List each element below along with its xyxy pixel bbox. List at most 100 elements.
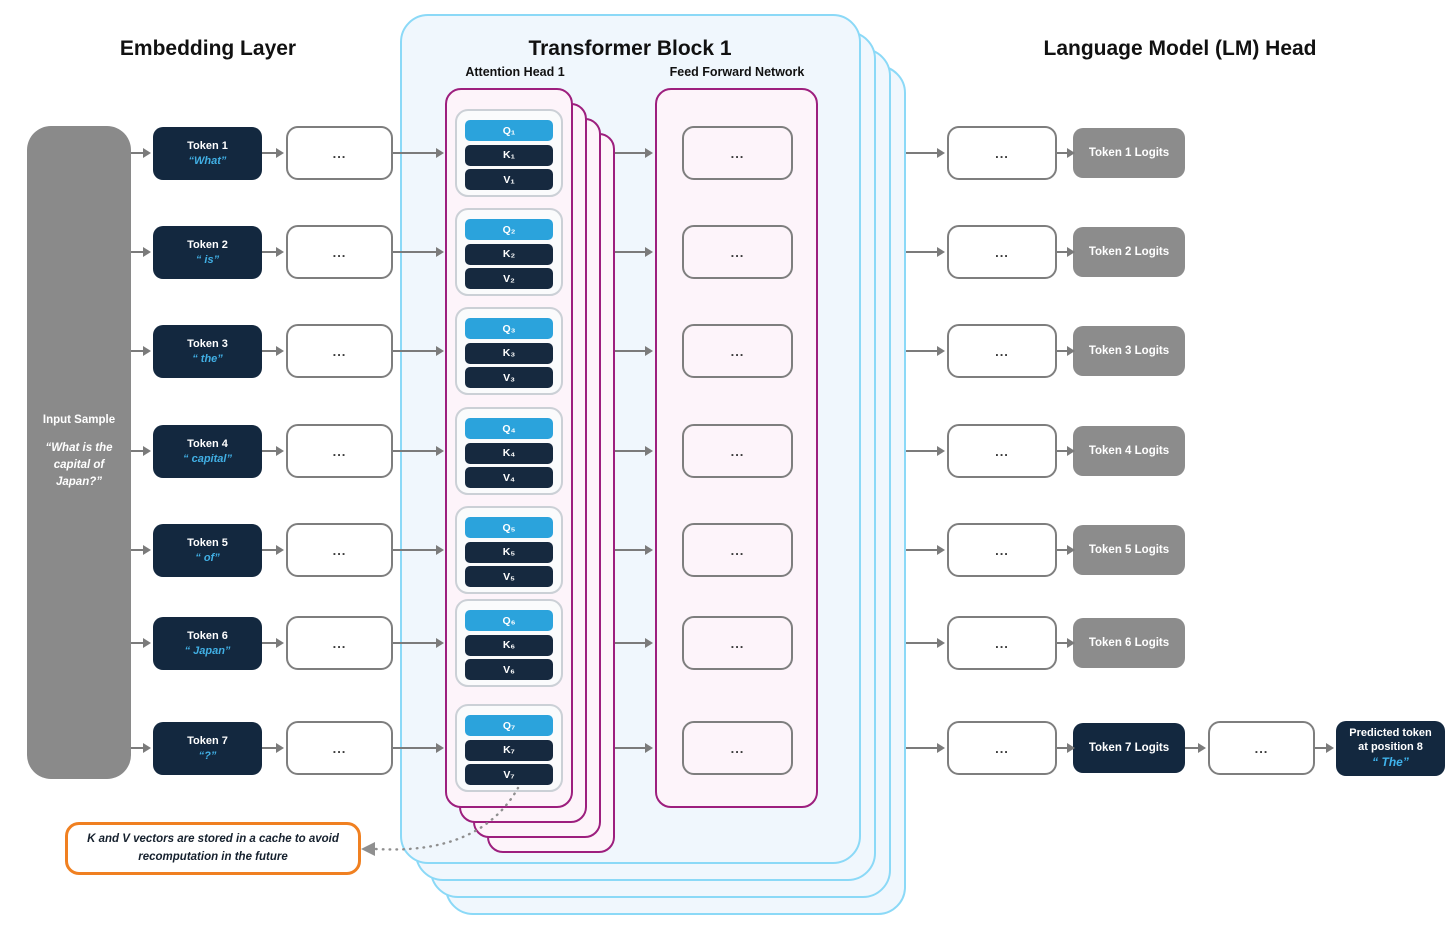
ffn-vector-box: ... <box>682 324 793 378</box>
qkv-group-1: Q₁ K₁ V₁ <box>455 109 563 197</box>
lm-head-vector-box: ... <box>947 616 1057 670</box>
query-vector: Q₁ <box>465 120 553 141</box>
value-vector: V₄ <box>465 467 553 488</box>
embedding-layer-title: Embedding Layer <box>119 37 297 60</box>
lm-head-vector-box: ... <box>947 424 1057 478</box>
flow-arrow <box>615 545 653 555</box>
ffn-vector-box: ... <box>682 721 793 775</box>
token-box-7: Token 7 “?” <box>153 722 262 775</box>
flow-arrow <box>1057 446 1075 456</box>
flow-arrow <box>615 247 653 257</box>
flow-arrow <box>262 148 284 158</box>
flow-arrow <box>393 247 444 257</box>
qkv-group-7: Q₇ K₇ V₇ <box>455 704 563 792</box>
ffn-vector-box: ... <box>682 225 793 279</box>
flow-arrow <box>262 638 284 648</box>
query-vector: Q₇ <box>465 715 553 736</box>
embedding-vector-box: ... <box>286 523 393 577</box>
flow-arrow <box>262 743 284 753</box>
flow-arrow <box>131 545 151 555</box>
token-box-5: Token 5 “ of” <box>153 524 262 577</box>
ffn-vector-box: ... <box>682 523 793 577</box>
flow-arrow <box>262 446 284 456</box>
token-logits-box-2: Token 2 Logits <box>1073 227 1185 277</box>
token-label: Token 7 <box>187 735 228 747</box>
token-logits-box-4: Token 4 Logits <box>1073 426 1185 476</box>
flow-arrow <box>1315 743 1334 753</box>
value-vector: V₅ <box>465 566 553 587</box>
input-sample-label: Input Sample <box>42 414 116 427</box>
flow-arrow <box>131 247 151 257</box>
attention-head-label: Attention Head 1 <box>465 65 565 79</box>
query-vector: Q₃ <box>465 318 553 339</box>
value-vector: V₇ <box>465 764 553 785</box>
embedding-vector-box: ... <box>286 616 393 670</box>
flow-arrow <box>615 346 653 356</box>
argmax-vector-box: ... <box>1208 721 1315 775</box>
token-label: Token 5 <box>187 537 228 549</box>
query-vector: Q₅ <box>465 517 553 538</box>
flow-arrow <box>1057 638 1075 648</box>
value-vector: V₃ <box>465 367 553 388</box>
input-sample-box: Input Sample “What is the capital of Jap… <box>27 126 131 779</box>
flow-arrow <box>262 247 284 257</box>
lm-head-vector-box: ... <box>947 225 1057 279</box>
query-vector: Q₆ <box>465 610 553 631</box>
qkv-group-4: Q₄ K₄ V₄ <box>455 407 563 495</box>
query-vector: Q₄ <box>465 418 553 439</box>
flow-arrow <box>131 638 151 648</box>
flow-arrow <box>1057 148 1075 158</box>
flow-arrow <box>906 247 945 257</box>
token-box-2: Token 2 “ is” <box>153 226 262 279</box>
ffn-vector-box: ... <box>682 126 793 180</box>
key-vector: K₃ <box>465 342 553 364</box>
flow-arrow <box>906 346 945 356</box>
value-vector: V₂ <box>465 268 553 289</box>
token-label: Token 1 <box>187 140 228 152</box>
transformer-block-title: Transformer Block 1 <box>528 37 732 60</box>
ffn-vector-box: ... <box>682 616 793 670</box>
lm-head-vector-box: ... <box>947 721 1057 775</box>
token-word: “What” <box>188 155 227 167</box>
token-word: “ Japan” <box>184 645 231 657</box>
token-label: Token 3 <box>187 338 228 350</box>
flow-arrow <box>1057 545 1075 555</box>
token-label: Token 2 <box>187 239 228 251</box>
key-vector: K₅ <box>465 541 553 563</box>
flow-arrow <box>393 346 444 356</box>
token-box-4: Token 4 “ capital” <box>153 425 262 478</box>
flow-arrow <box>1057 247 1075 257</box>
key-vector: K₆ <box>465 634 553 656</box>
token-box-6: Token 6 “ Japan” <box>153 617 262 670</box>
flow-arrow <box>262 545 284 555</box>
token-box-3: Token 3 “ the” <box>153 325 262 378</box>
key-vector: K₄ <box>465 442 553 464</box>
token-word: “ capital” <box>183 453 232 465</box>
qkv-group-2: Q₂ K₂ V₂ <box>455 208 563 296</box>
token-logits-box-5: Token 5 Logits <box>1073 525 1185 575</box>
flow-arrow <box>393 743 444 753</box>
flow-arrow <box>131 148 151 158</box>
key-vector: K₇ <box>465 739 553 761</box>
flow-arrow <box>615 743 653 753</box>
token-word: “?” <box>198 750 217 762</box>
qkv-group-5: Q₅ K₅ V₅ <box>455 506 563 594</box>
flow-arrow <box>393 446 444 456</box>
flow-arrow <box>1057 743 1075 753</box>
kv-cache-dotted-connector <box>361 786 520 856</box>
flow-arrow <box>906 148 945 158</box>
token-label: Token 4 <box>187 438 228 450</box>
lm-head-vector-box: ... <box>947 324 1057 378</box>
flow-arrow <box>131 743 151 753</box>
flow-arrow <box>131 446 151 456</box>
flow-arrow <box>393 545 444 555</box>
embedding-vector-box: ... <box>286 324 393 378</box>
predicted-token-word: “ The” <box>1372 755 1409 770</box>
predicted-token-line2: at position 8 <box>1358 740 1423 753</box>
lm-head-vector-box: ... <box>947 523 1057 577</box>
embedding-vector-box: ... <box>286 225 393 279</box>
predicted-token-box: Predicted token at position 8 “ The” <box>1336 721 1445 776</box>
value-vector: V₁ <box>465 169 553 190</box>
flow-arrow <box>906 743 945 753</box>
